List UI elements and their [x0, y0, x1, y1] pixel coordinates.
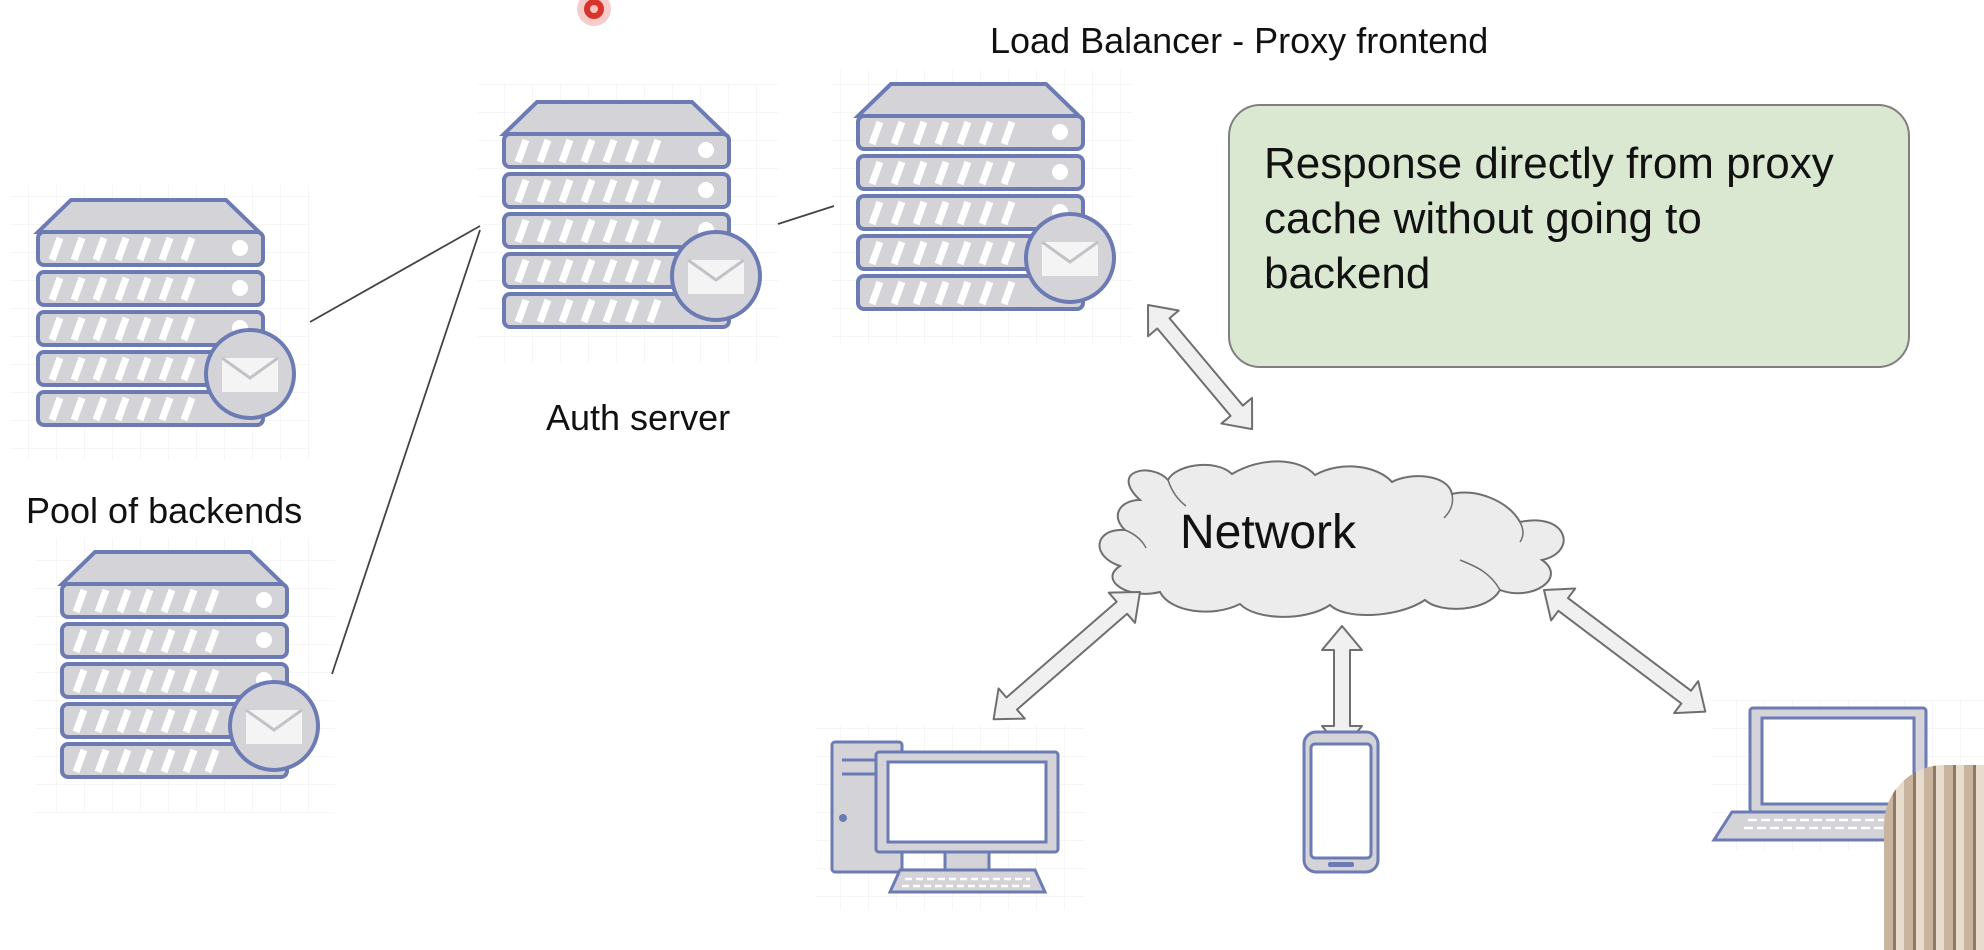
connector-line	[331, 229, 481, 675]
pointer-dot-icon	[577, 0, 611, 26]
load-balancer-server-icon	[858, 84, 1114, 309]
callout-text: Response directly from proxy cache witho…	[1264, 139, 1834, 298]
backend-server-icon	[62, 552, 318, 777]
backend-server-icon	[38, 200, 294, 425]
double-arrow-network-desktop	[992, 591, 1141, 721]
auth-server-label: Auth server	[546, 397, 731, 438]
callout-box: Response directly from proxy cache witho…	[1228, 104, 1910, 368]
double-arrow-network-laptop	[1543, 587, 1707, 715]
network-label: Network	[1180, 506, 1357, 559]
laptop-icon	[1711, 706, 1970, 842]
double-arrow-lb-network	[1147, 304, 1254, 431]
phone-icon	[1302, 730, 1380, 874]
auth-server-icon	[504, 102, 760, 327]
connector-line	[777, 205, 835, 225]
presenter-video-overlay	[1884, 765, 1984, 950]
connector-line	[309, 225, 481, 323]
load-balancer-label: Load Balancer - Proxy frontend	[990, 20, 1489, 61]
desktop-icon	[830, 740, 1060, 894]
pool-of-backends-label: Pool of backends	[26, 490, 303, 531]
